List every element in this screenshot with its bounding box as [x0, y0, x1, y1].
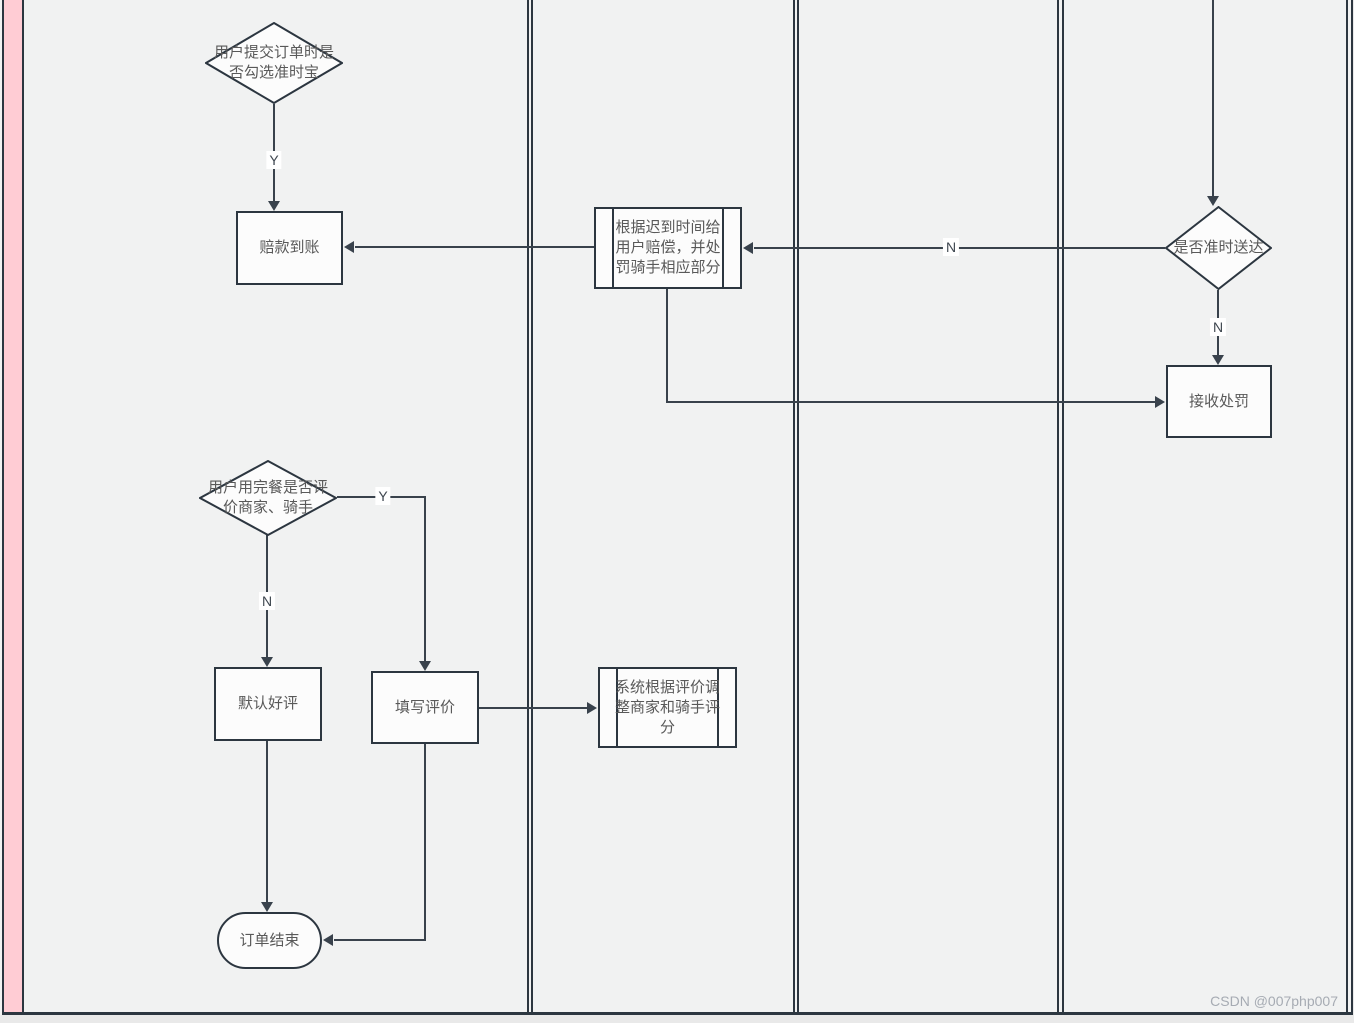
node-review-check: 用户用完餐是否评价商家、骑手	[199, 460, 337, 536]
node-label: 默认好评	[237, 695, 298, 712]
node-ontime-check: 是否准时送达	[1165, 206, 1272, 290]
node-compensation-paid: 赔款到账	[236, 211, 343, 285]
swimlane-divider-1	[527, 0, 533, 1015]
node-compensate-process: 根据迟到时间给用户赔偿，并处罚骑手相应部分	[594, 207, 742, 289]
arrowhead	[587, 702, 597, 714]
connector-write-review-to-end	[334, 939, 426, 941]
connector-ontime-no-left	[754, 247, 1165, 249]
connector-compensate-to-paid	[355, 246, 594, 248]
arrowhead	[323, 934, 333, 946]
diamond-shape	[199, 460, 337, 536]
arrowhead	[268, 201, 280, 211]
csdn-watermark: CSDN @007php007	[1210, 993, 1338, 1009]
edge-label-y: Y	[375, 487, 391, 505]
swimlane-divider-2	[793, 0, 799, 1015]
arrowhead	[743, 242, 753, 254]
connector-review-to-adjust	[479, 707, 588, 709]
arrowhead	[344, 241, 354, 253]
arrowhead	[261, 657, 273, 667]
node-default-good-review: 默认好评	[214, 667, 322, 741]
edge-label-y: Y	[266, 151, 282, 169]
connector-review-yes-down	[424, 496, 426, 662]
node-adjust-rating: 系统根据评价调整商家和骑手评分	[598, 667, 737, 748]
node-label: 用户用完餐是否评价商家、骑手	[207, 479, 328, 516]
arrowhead	[1155, 396, 1165, 408]
connector-write-review-down	[424, 744, 426, 941]
node-submit-check: 用户提交订单时是否勾选准时宝	[205, 22, 343, 104]
arrowhead	[1207, 196, 1219, 206]
node-label: 赔款到账	[259, 239, 320, 256]
connector-default-to-end	[266, 741, 268, 903]
node-label: 订单结束	[239, 931, 300, 949]
diamond-shape	[1165, 206, 1272, 290]
arrowhead	[1212, 355, 1224, 365]
connector-compensate-to-punishment	[666, 401, 1156, 403]
arrowhead	[261, 902, 273, 912]
connector-compensate-down	[666, 289, 668, 403]
swimlane-divider-right-edge	[1346, 0, 1353, 1015]
node-label: 填写评价	[394, 698, 455, 716]
node-label: 根据迟到时间给用户赔偿，并处罚骑手相应部分	[615, 219, 721, 276]
node-write-review: 填写评价	[371, 671, 479, 744]
diagram-bottom-border	[2, 1012, 1353, 1015]
node-label: 接收处罚	[1188, 392, 1249, 410]
edge-label-n: N	[1209, 318, 1227, 336]
predefined-process-bar	[616, 669, 618, 746]
node-label: 用户提交订单时是否勾选准时宝	[213, 44, 334, 81]
diamond-shape	[205, 22, 343, 104]
swimlane-pink-stripe	[2, 0, 24, 1015]
edge-label-n: N	[258, 592, 276, 610]
predefined-process-bar	[612, 209, 614, 287]
edge-label-n: N	[942, 238, 960, 256]
node-receive-punishment: 接收处罚	[1166, 365, 1272, 438]
node-label: 是否准时送达	[1173, 239, 1264, 256]
node-label: 系统根据评价调整商家和骑手评分	[614, 678, 720, 736]
predefined-process-bar	[717, 669, 719, 746]
arrowhead	[419, 661, 431, 671]
node-order-end: 订单结束	[217, 912, 322, 969]
predefined-process-bar	[722, 209, 724, 287]
swimlane-divider-3	[1057, 0, 1064, 1015]
connector-top-to-ontime-check	[1212, 0, 1214, 197]
